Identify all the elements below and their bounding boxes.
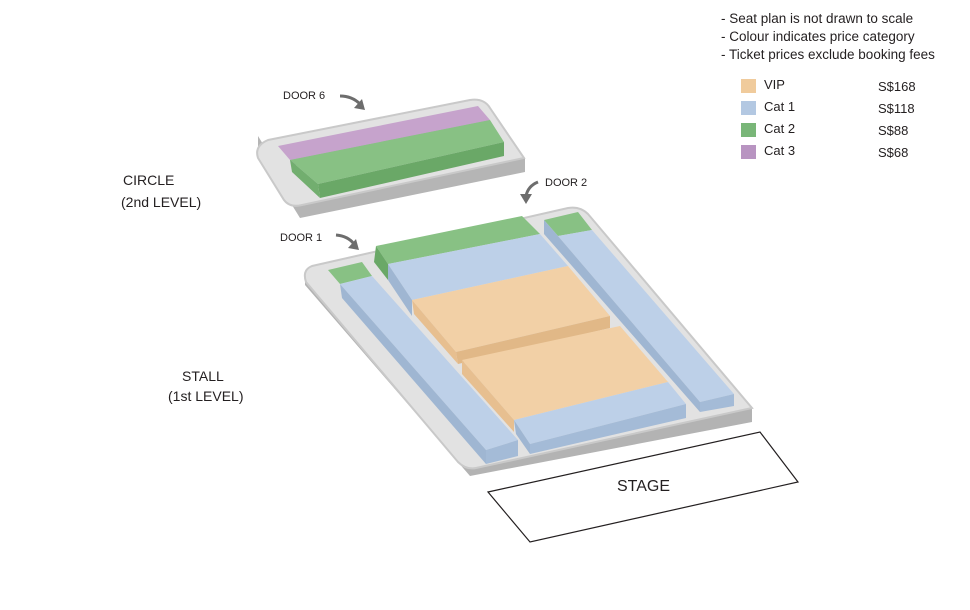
cat1-column-right-front	[700, 394, 734, 412]
vip-block-lower	[462, 326, 668, 420]
stage-outline	[486, 431, 800, 543]
cat2-block-circle-front	[318, 142, 504, 198]
stall-level	[303, 206, 754, 476]
legend-label: Cat 3	[764, 143, 796, 158]
cat1-block-center-top	[388, 234, 568, 300]
cat2-block-top-side	[374, 246, 388, 280]
vip-block-upper	[412, 266, 610, 352]
cat1-block-center-top-side	[388, 264, 412, 316]
legend-price: S$168	[878, 79, 916, 94]
cat2-block-top	[376, 216, 540, 264]
cat1-column-right	[558, 230, 734, 402]
door6-arrow-icon	[339, 94, 365, 110]
stall-level-label: (1st LEVEL)	[168, 388, 244, 404]
vip-block-upper-front	[456, 316, 610, 364]
stage-label: STAGE	[617, 478, 671, 495]
circle-label: CIRCLE	[123, 172, 175, 188]
legend-item-cat3: Cat 3 S$68	[741, 143, 941, 161]
cat2-block-circle-side	[290, 160, 320, 198]
cat2-block-left-top	[328, 262, 372, 284]
note-colour: - Colour indicates price category	[721, 29, 915, 44]
stall-label: STALL	[182, 368, 224, 384]
cat3-block-circle	[278, 106, 490, 160]
cat1-column-left-side	[340, 284, 486, 464]
legend-price: S$118	[878, 101, 915, 116]
cat2-swatch	[741, 123, 756, 137]
legend-price: S$88	[878, 123, 909, 138]
cat1-column-right-side	[544, 220, 700, 412]
vip-swatch	[741, 79, 756, 93]
circle-level	[256, 98, 526, 218]
door1-label: DOOR 1	[280, 232, 323, 244]
door2-arrow-icon	[520, 180, 539, 204]
legend-item-vip: VIP S$168	[741, 77, 941, 95]
legend-label: Cat 1	[764, 99, 796, 114]
cat1-block-front-side	[514, 420, 530, 454]
vip-block-lower-side	[462, 360, 514, 432]
door6-label: DOOR 6	[283, 90, 326, 102]
vip-block-upper-side	[412, 300, 458, 364]
cat3-swatch	[741, 145, 756, 159]
cat2-block-circle	[290, 120, 504, 184]
circle-platform-side	[258, 136, 525, 218]
note-scale: - Seat plan is not drawn to scale	[721, 11, 914, 26]
cat1-column-left	[340, 276, 518, 450]
legend-item-cat1: Cat 1 S$118	[741, 99, 941, 117]
legend-label: Cat 2	[764, 121, 796, 136]
note-fees: - Ticket prices exclude booking fees	[721, 47, 935, 62]
door2-label: DOOR 2	[545, 177, 588, 189]
legend-item-cat2: Cat 2 S$88	[741, 121, 941, 139]
cat1-block-front	[514, 382, 686, 444]
legend-label: VIP	[764, 77, 785, 92]
legend-price: S$68	[878, 145, 909, 160]
cat1-block-front-face	[530, 404, 686, 454]
circle-level-label: (2nd LEVEL)	[121, 194, 202, 210]
cat1-column-left-front	[486, 440, 518, 464]
door1-arrow-icon	[335, 233, 359, 250]
cat2-block-right-top	[544, 212, 592, 236]
cat1-swatch	[741, 101, 756, 115]
